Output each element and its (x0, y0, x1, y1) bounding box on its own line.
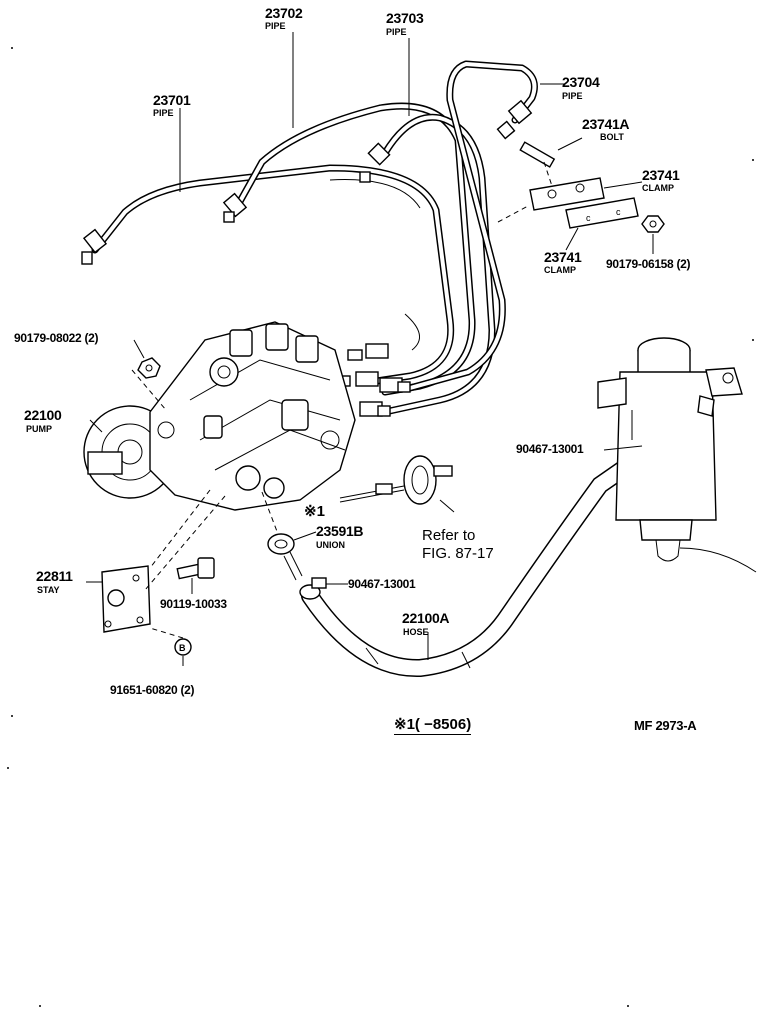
part-name-23591B: UNION (316, 540, 345, 550)
svg-text:B: B (179, 643, 186, 653)
serial-range-note: ※1( −8506) (394, 716, 472, 735)
reference-line-2: FIG. 87-17 (422, 545, 494, 562)
part-name-23703: PIPE (386, 27, 407, 37)
part-number-90179-08022: 90179-08022 (2) (14, 331, 99, 345)
hose-22100A-drawing (301, 451, 645, 678)
hose-clamp-lower-drawing (299, 577, 327, 600)
scan-specks (7, 47, 754, 1007)
union-23591B-drawing (267, 533, 303, 581)
part-name-23741A: BOLT (600, 132, 624, 142)
bolt-90119-10033-drawing (176, 557, 215, 580)
part-number-22100: 22100 (24, 407, 62, 423)
part-number-90467-13001-lower: 90467-13001 (348, 577, 416, 591)
pump-22100-drawing (83, 321, 356, 511)
nut-90179-08022-drawing (137, 357, 161, 379)
part-name-23704: PIPE (562, 91, 583, 101)
clamp-23741-lower-drawing: c c (565, 197, 639, 229)
pipe-23701-drawing (91, 164, 455, 386)
pipe-23703-drawing (381, 113, 496, 416)
part-number-90119-10033: 90119-10033 (160, 597, 227, 611)
part-number-23701: 23701 (153, 92, 191, 108)
part-name-22811: STAY (37, 585, 60, 595)
part-number-23741A: 23741A (582, 116, 630, 132)
part-number-90179-06158: 90179-06158 (2) (606, 257, 691, 271)
stay-22811-drawing (101, 565, 151, 633)
svg-text:c: c (586, 213, 591, 223)
bolt-23741A-drawing (519, 141, 556, 168)
part-name-22100A: HOSE (403, 627, 429, 637)
part-name-23741-upper: CLAMP (642, 183, 674, 193)
part-number-23703: 23703 (386, 10, 424, 26)
washer-91651-60820-drawing: B (174, 638, 192, 656)
part-number-23741-upper: 23741 (642, 167, 680, 183)
pipe-23704-drawing (406, 60, 538, 392)
pipe-fittings (81, 99, 533, 417)
nut-90179-06158-drawing (641, 215, 665, 233)
figure-code: MF 2973-A (634, 718, 697, 733)
leader-lines (86, 32, 654, 666)
part-number-22811: 22811 (36, 568, 73, 584)
part-name-23701: PIPE (153, 108, 174, 118)
part-number-23702: 23702 (265, 5, 303, 21)
part-number-23741-lower: 23741 (544, 249, 582, 265)
actuator-drawing (339, 455, 453, 505)
part-number-23704: 23704 (562, 74, 600, 90)
pipe-23702-drawing (234, 102, 476, 396)
part-number-90467-13001-upper: 90467-13001 (516, 442, 584, 456)
part-name-23702: PIPE (265, 21, 286, 31)
part-number-22100A: 22100A (402, 610, 450, 626)
fuel-filter-drawing (597, 337, 757, 573)
svg-text:c: c (616, 207, 621, 217)
part-number-23591B: 23591B (316, 523, 364, 539)
part-name-22100: PUMP (26, 424, 53, 434)
reference-line-1: Refer to (422, 527, 476, 544)
clamp-23741-upper-drawing (529, 177, 605, 211)
part-number-91651-60820: 91651-60820 (2) (110, 683, 195, 697)
footnote-marker: ※1 (304, 503, 325, 520)
part-name-23741-lower: CLAMP (544, 265, 576, 275)
